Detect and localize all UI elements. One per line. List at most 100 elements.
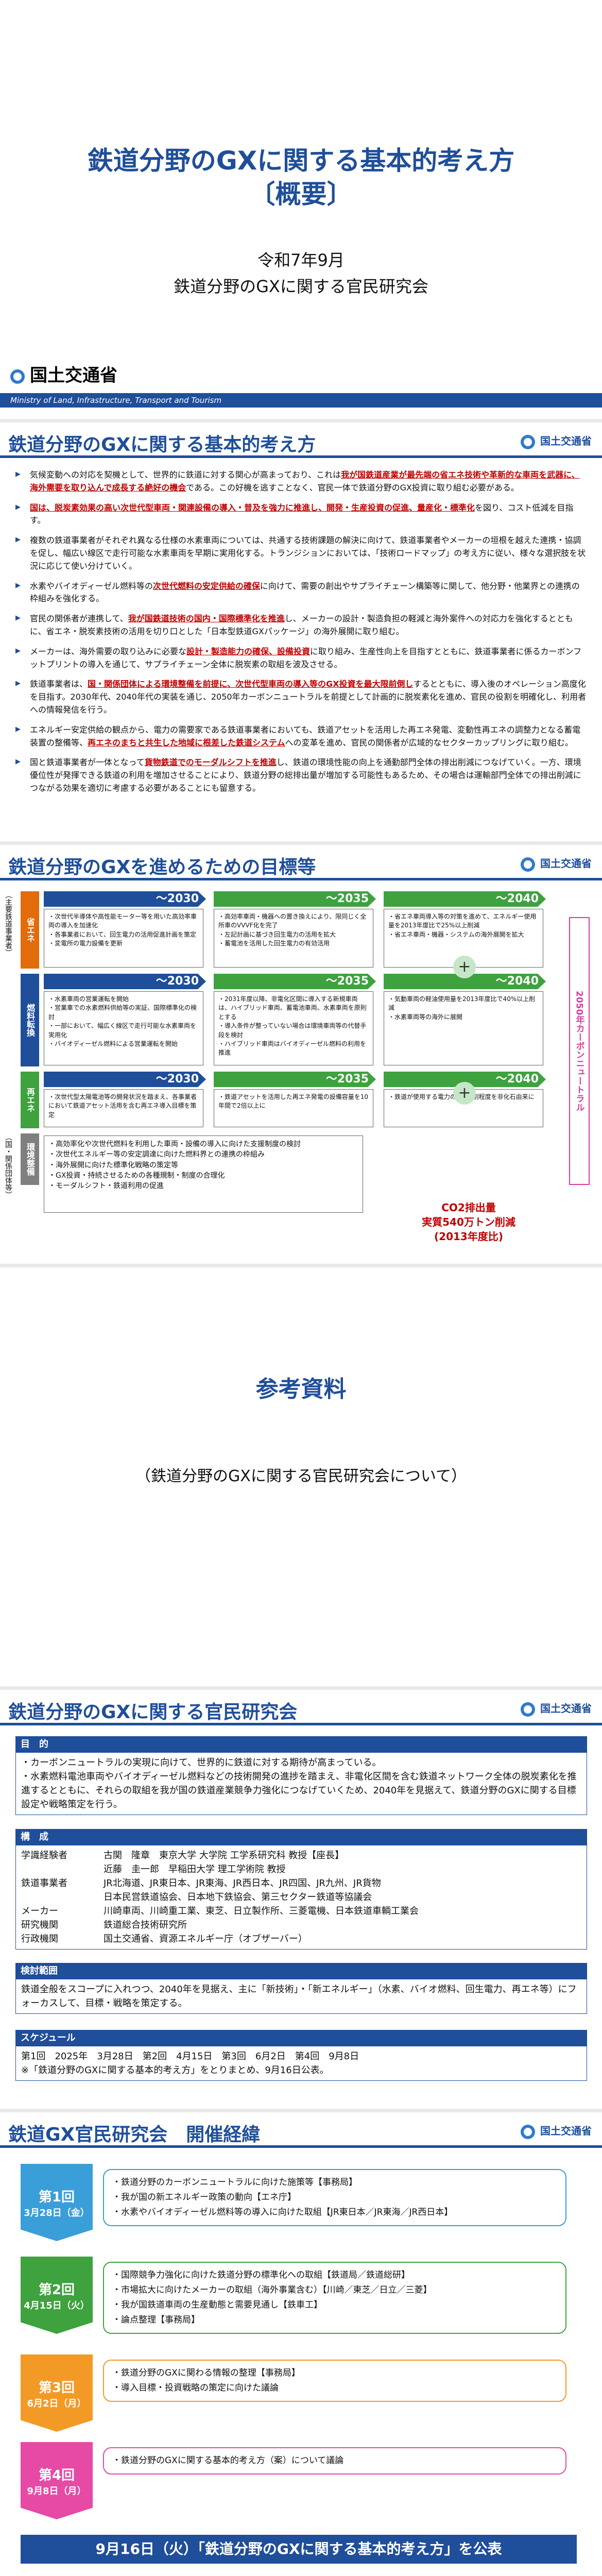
environment-item: 次世代エネルギー等の安定調達に向けた燃料界との連携の枠組み (48, 1149, 358, 1160)
reference-title: 参考資料 (255, 1376, 347, 1402)
bullet-highlight: 次世代燃料の安定供給の確保 (152, 581, 260, 591)
roadmap-item: 省エネ車両導入等の対策を進めて、エネルギー使用量を2013年度比で25%以上削減 (388, 912, 539, 930)
composition-key (21, 1862, 104, 1876)
composition-row: 研究機関 鉄道総合技術研究所 (21, 1918, 581, 1932)
approach-bullet: 鉄道事業者は、国・関係団体による環境整備を前提に、次世代型車両の導入等のGX投資… (15, 678, 587, 716)
roadmap-band-2: 再エネ (21, 1072, 39, 1128)
phase-header: 〜2035 (214, 891, 376, 907)
slide-header: 鉄道分野のGXを進めるための目標等 国土交通省 (0, 845, 602, 881)
slide-title: 鉄道分野のGXに関する基本的考え方 (8, 434, 316, 455)
bullet-text: に取り組み、生産性向上を目指すとともに、鉄道事業者に係るカーボンフットプリントの… (30, 646, 582, 669)
meeting-number: 第4回 (38, 2467, 75, 2483)
composition-key: 鉄道事業者 (21, 1878, 67, 1889)
side-label-government: （国・関係団体等） (4, 1133, 12, 1198)
header-logo-text: 国土交通省 (540, 435, 592, 447)
study-group-slide: 鉄道分野のGXに関する官民研究会 国土交通省 目 的 ・カーボンニュートラルの実… (0, 1690, 602, 2109)
meeting-date: 3月28日（金） (24, 2207, 90, 2218)
meeting-agenda: 国際競争力強化に向けた鉄道分野の標準化への取組【鉄道局／鉄道総研】市場拡大に向け… (103, 2262, 566, 2334)
bullet-highlight: 国は、脱炭素効果の高い次世代型車両・関連設備の導入・普及を強力に推進し、開発・生… (30, 502, 475, 513)
ministry-band: 国土交通省 Ministry of Land, Infrastructure, … (0, 357, 602, 419)
roadmap-cell: 高効率車両・機器への置き換えにより、限同じく全所車のVVVF化を完了左記計画に基… (214, 909, 373, 968)
agenda-item: 鉄道分野のカーボンニュートラルに向けた施策等【事務局】 (112, 2175, 557, 2190)
purpose-heading: 目 的 (15, 1736, 587, 1753)
co2-line-3: (2013年度比) (434, 1230, 503, 1243)
basic-approach-slide: 鉄道分野のGXに関する基本的考え方 国土交通省 気候変動への対応を契機として、世… (0, 422, 602, 841)
slide-title: 鉄道GX官民研究会 開催経緯 (8, 2124, 261, 2145)
co2-line-1: CO2排出量 (441, 1201, 496, 1214)
ministry-logo-icon (521, 2124, 535, 2139)
composition-value: 鉄道総合技術研究所 (104, 1920, 187, 1930)
roadmap-item: 変電所の電力設備を更新 (48, 939, 199, 948)
slide-header: 鉄道GX官民研究会 開催経緯 国土交通省 (0, 2112, 602, 2148)
ministry-logo-icon (521, 1702, 535, 1717)
cover-title-sub: 〔概要〕 (249, 179, 353, 209)
approach-bullet: 気候変動への対応を契機として、世界的に鉄道に対する関心が高まっており、これは我が… (15, 469, 587, 495)
bullet-highlight: 国・関係団体による環境整備を前提に、次世代型車両の導入等のGX投資を最大限前倒し (88, 679, 414, 689)
composition-row: メーカー 川崎車両、川崎重工業、東芝、日立製作所、三菱電機、日本鉄道車輌工業会 (21, 1904, 581, 1918)
composition-row: 行政機関国土交通省、資源エネルギー庁（オブザーバー） (21, 1932, 581, 1946)
roadmap-item: 気動車両の軽油使用量を2013年度比で40%以上削減 (388, 995, 539, 1013)
side-label-operators: （主要鉄道事業者） (4, 891, 12, 956)
composition-key: 学識経験者 (21, 1850, 67, 1861)
cover-title: 鉄道分野のGXに関する基本的考え方 〔概要〕 (0, 144, 602, 211)
bullet-text: 官民の関係者が連携して、 (30, 614, 128, 624)
roadmap-item: 一部において、幅広く線区で走行可能な水素車両を実用化 (48, 1022, 199, 1040)
composition-row: 学識経験者古関 隆章 東京大学 大学院 工学系研究科 教授【座長】 (21, 1849, 581, 1862)
meeting-number: 第3回 (38, 2380, 75, 2396)
roadmap-item: 水素車両等の海外に展開 (388, 1013, 539, 1022)
header-logo-text: 国土交通省 (540, 2125, 592, 2137)
approach-bullet: 水素やバイオディーゼル燃料等の次世代燃料の安定供給の確保に向けて、需要の創出やサ… (15, 580, 587, 606)
roadmap-item: 導入条件が整っていない場合は環境車両等の代替手段を検討 (218, 1022, 369, 1040)
roadmap-cell: 次世代型太陽電池等の開発状況を踏まえ、各事業者において鉄道アセット活用を含む再エ… (44, 1089, 203, 1127)
environment-item: モーダルシフト・鉄道利用の促進 (48, 1181, 358, 1191)
phase-header: 〜2035 (214, 1072, 376, 1087)
agenda-item: 我が国鉄道車両の生産動態と需要見通し【鉄車工】 (112, 2298, 557, 2313)
phase-header: 〜2030 (44, 891, 206, 907)
agenda-item: 水素やバイオディーゼル燃料等の導入に向けた取組【JR東日本／JR東海／JR西日本… (112, 2205, 557, 2220)
header-rule (0, 1723, 602, 1725)
roadmap-item: 鉄道アセットを活用した再エネ発電の設備容量を10年間で2倍以上に (218, 1093, 369, 1111)
ministry-logo-icon (521, 857, 535, 872)
bullet-highlight: 設計・製造能力の確保、設備投資 (186, 646, 311, 656)
meeting-number: 第1回 (38, 2189, 75, 2205)
composition-heading: 構 成 (15, 1829, 587, 1845)
header-logo: 国土交通省 (521, 1700, 592, 1717)
bullet-text: を図り、コスト低減を目指す。 (30, 502, 574, 526)
meeting-agenda: 鉄道分野のカーボンニュートラルに向けた施策等【事務局】我が国の新エネルギー政策の… (103, 2169, 566, 2226)
roadmap-item: 省エネ車両・機器・システムの海外展開を拡大 (388, 930, 539, 939)
bullet-text: 気候変動への対応を契機として、世界的に鉄道に対する関心が高まっており、これは (30, 470, 341, 480)
phase-header: 〜2040 (384, 891, 546, 907)
roadmap-band-3: 環境整備 (21, 1133, 39, 1185)
scope-heading: 検討範囲 (15, 1963, 587, 1979)
composition-value: 日本民営鉄道協会、日本地下鉄協会、第三セクター鉄道等協議会 (104, 1892, 372, 1903)
meeting-agenda: 鉄道分野のGXに関する基本的考え方（案）について議論 (103, 2447, 566, 2475)
composition-key: 研究機関 (21, 1920, 58, 1930)
slide-title: 鉄道分野のGXを進めるための目標等 (8, 857, 316, 878)
bullet-text: 水素やバイオディーゼル燃料等の (30, 581, 153, 591)
meeting-date: 4月15日（火） (24, 2300, 90, 2311)
agenda-item: 国際競争力強化に向けた鉄道分野の標準化への取組【鉄道局／鉄道総研】 (112, 2268, 557, 2283)
composition-value: 川崎車両、川崎重工業、東芝、日立製作所、三菱電機、日本鉄道車輌工業会 (104, 1906, 419, 1917)
approach-bullet: 複数の鉄道事業者がそれぞれ異なる仕様の水素車両については、共通する技術課題の解決… (15, 534, 587, 572)
slide-title: 鉄道分野のGXに関する官民研究会 (8, 1702, 298, 1723)
roadmap-item: ハイブリッド車両はバイオディーゼル燃料の利用を推進 (218, 1040, 369, 1058)
header-rule (0, 455, 602, 458)
schedule-note: ※「鉄道分野のGXに関する基本的考え方」をとりまとめ、9月16日公表。 (21, 2065, 329, 2076)
roadmap-cell: 2031年度以降、非電化区間に導入する新規車両は、ハイブリッド車両、蓄電池車両、… (214, 991, 373, 1065)
phase-header: 〜2035 (214, 974, 376, 989)
approach-bullet: メーカーは、海外需要の取り込みに必要な設計・製造能力の確保、設備投資に取り組み、… (15, 646, 587, 671)
co2-line-2: 実質540万トン削減 (422, 1216, 515, 1228)
agenda-item: 我が国の新エネルギー政策の動向【エネ庁】 (112, 2190, 557, 2205)
roadmap-cell: 次世代半導体や高性能モーター等を用いた高効率車両の導入を加速化各事業者において、… (44, 909, 203, 968)
phase-header: 〜2030 (44, 1072, 206, 1087)
bullet-text: エネルギー安定供給の観点から、電力の需要家である鉄道事業者においても、鉄道アセッ… (30, 724, 581, 748)
schedule-heading: スケジュール (15, 2030, 587, 2046)
approach-bullet-list: 気候変動への対応を契機として、世界的に鉄道に対する関心が高まっており、これは我が… (15, 469, 587, 802)
co2-reduction-target: CO2排出量 実質540万トン削減 (2013年度比) (402, 1200, 536, 1244)
ministry-name: 国土交通省 (30, 365, 117, 386)
composition-key: メーカー (21, 1906, 58, 1917)
cover-slide: 鉄道分野のGXに関する基本的考え方 〔概要〕 令和7年9月 鉄道分野のGXに関す… (0, 0, 602, 419)
agenda-item: 市場拡大に向けたメーカーの取組（海外事業含む）【川崎／東芝／日立／三菱】 (112, 2283, 557, 2298)
